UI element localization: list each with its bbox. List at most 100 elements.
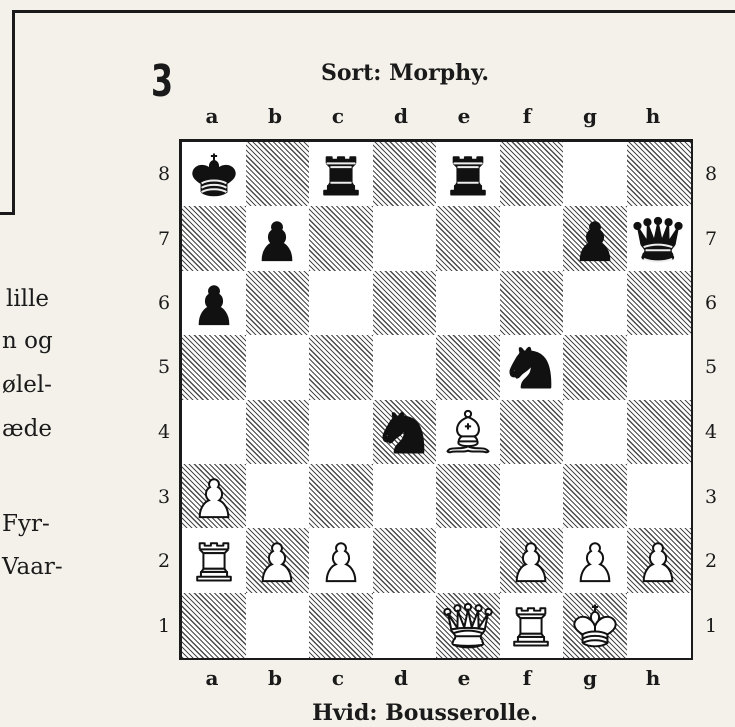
dark-square — [246, 142, 310, 207]
dark-square — [309, 593, 373, 658]
rank-label: 8 — [705, 165, 717, 184]
dark-square — [627, 271, 691, 336]
margin-text-line: Vaar- — [2, 556, 63, 579]
file-label: a — [202, 106, 222, 126]
white-pawn-a3 — [186, 468, 242, 524]
black-pawn-g7 — [567, 211, 623, 267]
file-label: c — [328, 106, 348, 126]
white-pawn-g2 — [567, 532, 623, 588]
dark-square — [563, 464, 627, 529]
dark-square — [246, 271, 310, 336]
dark-square — [373, 528, 437, 593]
light-square — [309, 271, 373, 336]
dark-square — [500, 142, 564, 207]
dark-square — [182, 206, 246, 271]
white-pawn-h2 — [630, 532, 686, 588]
dark-square — [436, 464, 500, 529]
light-square — [627, 593, 691, 658]
light-square — [246, 593, 310, 658]
white-bishop-e4 — [440, 404, 496, 460]
rank-label: 2 — [705, 552, 717, 571]
rank-label: 4 — [158, 423, 170, 442]
margin-text-line: n og — [2, 330, 53, 353]
white-player-caption: Hvid: Bousserolle. — [280, 702, 570, 724]
diagram-number: 3 — [151, 60, 173, 104]
file-label: c — [328, 668, 348, 688]
rank-label: 2 — [158, 552, 170, 571]
dark-square — [500, 400, 564, 465]
rank-label: 3 — [158, 488, 170, 507]
white-rook-f1 — [503, 597, 559, 653]
margin-text-line: æde — [2, 418, 52, 441]
frame-top-border — [14, 10, 735, 13]
light-square — [436, 271, 500, 336]
light-square — [563, 400, 627, 465]
black-knight-d4 — [376, 404, 432, 460]
light-square — [246, 464, 310, 529]
light-square — [373, 206, 437, 271]
file-label: g — [580, 106, 600, 126]
dark-square — [373, 142, 437, 207]
light-square — [436, 528, 500, 593]
frame-bottom-border — [0, 212, 15, 215]
light-square — [563, 271, 627, 336]
file-label: a — [202, 668, 222, 688]
dark-square — [627, 400, 691, 465]
dark-square — [500, 271, 564, 336]
margin-text-line: lille — [6, 288, 49, 311]
margin-text-line: ølel- — [2, 374, 52, 397]
rank-label: 8 — [158, 165, 170, 184]
file-label: h — [643, 106, 663, 126]
rank-label: 7 — [705, 230, 717, 249]
rank-label: 1 — [705, 617, 717, 636]
rank-label: 3 — [705, 488, 717, 507]
light-square — [246, 335, 310, 400]
dark-square — [436, 335, 500, 400]
file-label: f — [517, 106, 537, 126]
black-rook-c8 — [313, 146, 369, 202]
margin-text-line: Fyr- — [2, 513, 50, 536]
file-label: e — [454, 668, 474, 688]
light-square — [500, 464, 564, 529]
dark-square — [309, 464, 373, 529]
dark-square — [563, 335, 627, 400]
dark-square — [309, 335, 373, 400]
black-knight-f5 — [503, 339, 559, 395]
file-label: b — [265, 106, 285, 126]
light-square — [500, 206, 564, 271]
dark-square — [246, 400, 310, 465]
file-label: h — [643, 668, 663, 688]
rank-label: 5 — [158, 358, 170, 377]
file-label: d — [391, 668, 411, 688]
file-label: b — [265, 668, 285, 688]
light-square — [627, 335, 691, 400]
dark-square — [309, 206, 373, 271]
rank-label: 4 — [705, 423, 717, 442]
white-king-g1 — [567, 597, 623, 653]
light-square — [373, 593, 437, 658]
file-label: f — [517, 668, 537, 688]
light-square — [309, 400, 373, 465]
light-square — [373, 464, 437, 529]
chess-board — [179, 139, 693, 660]
frame-left-border — [12, 10, 15, 214]
dark-square — [182, 593, 246, 658]
rank-label: 5 — [705, 358, 717, 377]
rank-label: 7 — [158, 230, 170, 249]
rank-label: 6 — [158, 294, 170, 313]
light-square — [563, 142, 627, 207]
file-label: d — [391, 106, 411, 126]
black-player-caption: Sort: Morphy. — [300, 62, 510, 84]
light-square — [182, 400, 246, 465]
dark-square — [436, 206, 500, 271]
file-label: e — [454, 106, 474, 126]
rank-label: 1 — [158, 617, 170, 636]
black-pawn-a6 — [186, 275, 242, 331]
file-label: g — [580, 668, 600, 688]
dark-square — [627, 142, 691, 207]
rank-label: 6 — [705, 294, 717, 313]
white-queen-e1 — [440, 597, 496, 653]
white-pawn-f2 — [503, 532, 559, 588]
dark-square — [182, 335, 246, 400]
white-pawn-b2 — [249, 532, 305, 588]
